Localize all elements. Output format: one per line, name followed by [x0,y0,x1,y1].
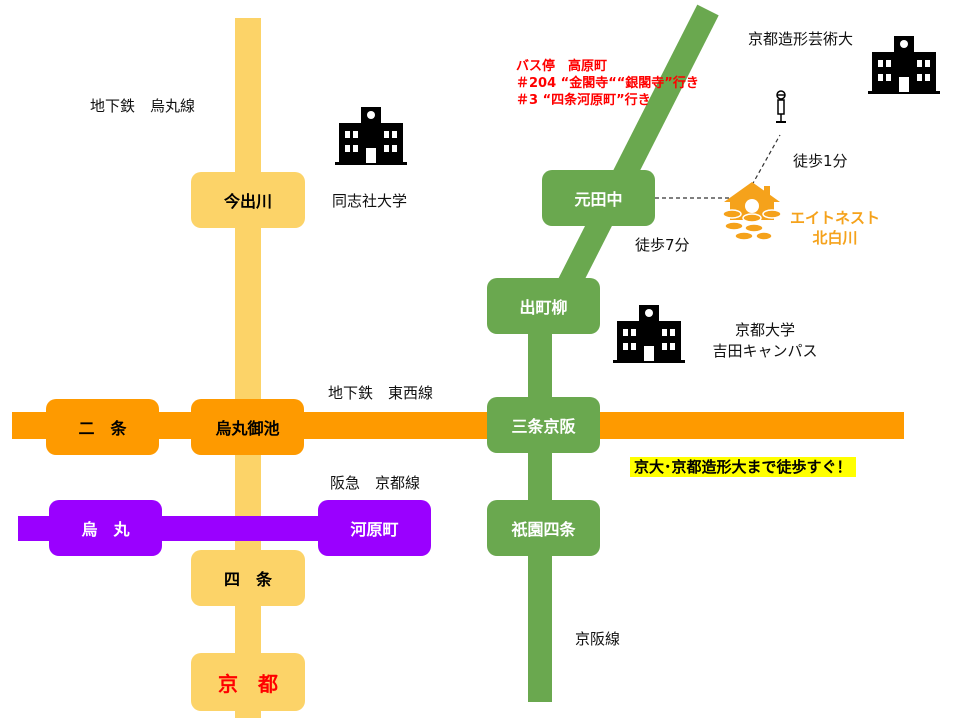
keihan-line-label: 京阪線 [575,630,621,648]
property-label: エイトネスト 北白川 [790,208,880,248]
bus-route-3: ＃3 “四条河原町”行き [516,93,651,108]
station-karasuma[interactable]: 烏 丸 [49,500,162,556]
station-karasuma-oike[interactable]: 烏丸御池 [191,399,304,455]
zokei-label: 京都造形芸術大 [748,30,854,48]
kyodai-label: 京都大学 吉田キャンパス [706,320,824,362]
doshisha-school-icon [335,105,407,167]
bus-stop-title: バス停 高原町 [516,59,608,74]
station-kawaramachi[interactable]: 河原町 [318,500,431,556]
hankyu-line-label: 阪急 京都線 [330,474,421,492]
tozai-line-label: 地下鉄 東西線 [328,384,434,402]
station-nijo[interactable]: 二 条 [46,399,159,455]
property-area: 北白川 [812,229,858,247]
station-imadegawa[interactable]: 今出川 [191,172,305,228]
highlight-text: 京大･京都造形大まで徒歩すぐ！ [630,457,856,477]
walk-path-bus [751,134,781,186]
kyodai-label-line1: 京都大学 [734,321,795,339]
station-demachiyanagi[interactable]: 出町柳 [487,278,600,334]
station-mototanaka[interactable]: 元田中 [542,170,655,226]
karasuma-line-label: 地下鉄 烏丸線 [90,97,196,115]
zokei-school-icon [868,34,940,96]
bus-stop-info: バス停 高原町 ＃204 “金閣寺““銀閣寺”行き ＃3 “四条河原町”行き [516,58,699,109]
tozai-line [12,412,904,439]
bus-stop-icon [774,90,788,128]
property-name: エイトネスト [790,209,881,227]
station-shijo[interactable]: 四 条 [191,550,305,606]
walk-to-bus-label: 徒歩1分 [793,152,848,170]
station-gion-shijo[interactable]: 祇園四条 [487,500,600,556]
house-icon [718,180,786,246]
highlight-banner: 京大･京都造形大まで徒歩すぐ！ [630,456,856,477]
walk-to-station-label: 徒歩7分 [635,236,690,254]
station-kyoto[interactable]: 京 都 [191,653,305,711]
doshisha-label: 同志社大学 [332,192,408,210]
kyodai-school-icon [613,303,685,365]
kyodai-label-line2: 吉田キャンパス [712,342,818,360]
bus-route-204: ＃204 “金閣寺““銀閣寺”行き [516,76,699,91]
station-sanjo-keihan[interactable]: 三条京阪 [487,397,600,453]
